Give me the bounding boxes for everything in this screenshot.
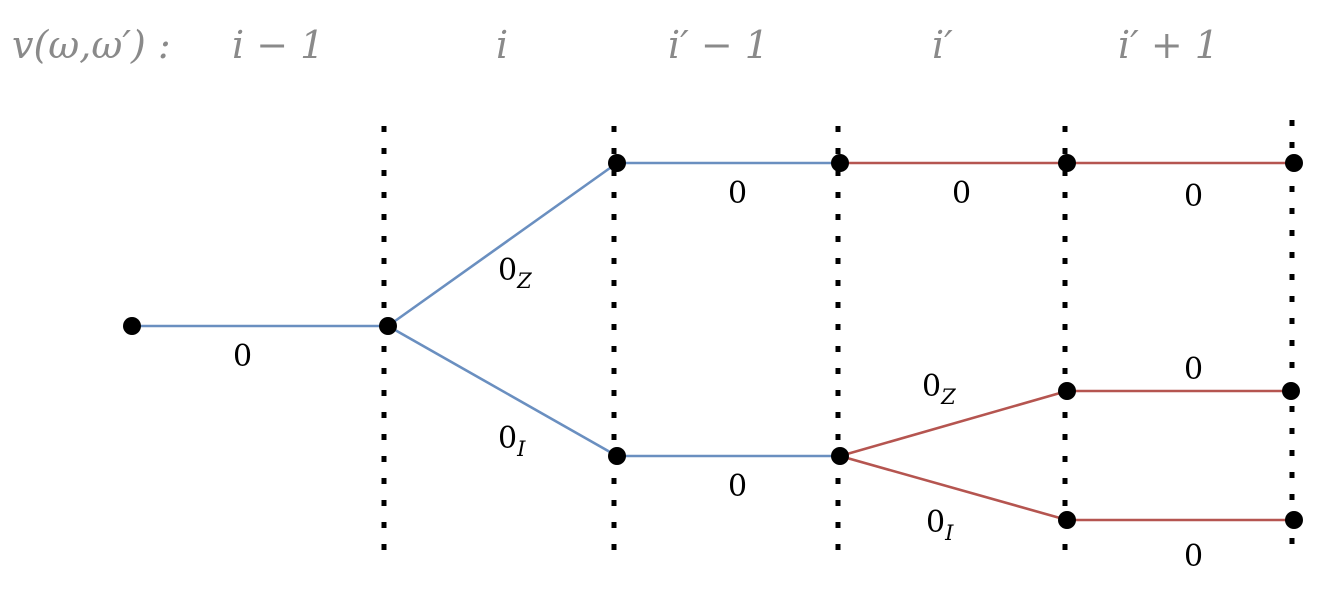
header-prefix: v(ω,ω′) : <box>12 23 171 67</box>
header-col-3: i′ <box>932 23 953 67</box>
edge-label: 0 <box>952 176 971 211</box>
edge-label: 0I <box>498 421 526 461</box>
edge-label: 0 <box>1184 539 1203 574</box>
node <box>1282 382 1300 400</box>
node <box>379 317 397 335</box>
edge-labels: 0 0Z 0I 0 0 0 0 0Z 0I 0 0 <box>233 176 1203 574</box>
nodes <box>123 154 1303 529</box>
header: v(ω,ω′) : i − 1 i i′ − 1 i′ i′ + 1 <box>12 23 1219 67</box>
header-col-2: i′ − 1 <box>668 23 769 67</box>
header-col-1: i <box>496 23 508 67</box>
edge-branch-i <box>387 324 618 458</box>
node <box>608 154 626 172</box>
node <box>1285 511 1303 529</box>
header-col-0: i − 1 <box>232 23 324 67</box>
edge-label: 0Z <box>498 253 532 293</box>
edge-label: 0 <box>233 339 252 374</box>
node <box>608 447 626 465</box>
edge-label: 0Z <box>922 369 956 409</box>
node <box>123 317 141 335</box>
edge-label: 0 <box>728 469 747 504</box>
node <box>1285 154 1303 172</box>
node <box>831 447 849 465</box>
node <box>1058 154 1076 172</box>
separators <box>381 120 1295 555</box>
node <box>831 154 849 172</box>
edge-label: 0 <box>1184 352 1203 387</box>
edge-late-branch-z <box>839 389 1068 458</box>
node <box>1058 511 1076 529</box>
edge-late-branch-i <box>839 454 1068 522</box>
node <box>1058 382 1076 400</box>
header-col-4: i′ + 1 <box>1118 23 1219 67</box>
edges <box>132 161 1294 522</box>
edge-branch-z <box>387 161 618 328</box>
edge-label: 0 <box>1184 179 1203 214</box>
edge-label: 0I <box>926 505 954 545</box>
edge-label: 0 <box>728 176 747 211</box>
